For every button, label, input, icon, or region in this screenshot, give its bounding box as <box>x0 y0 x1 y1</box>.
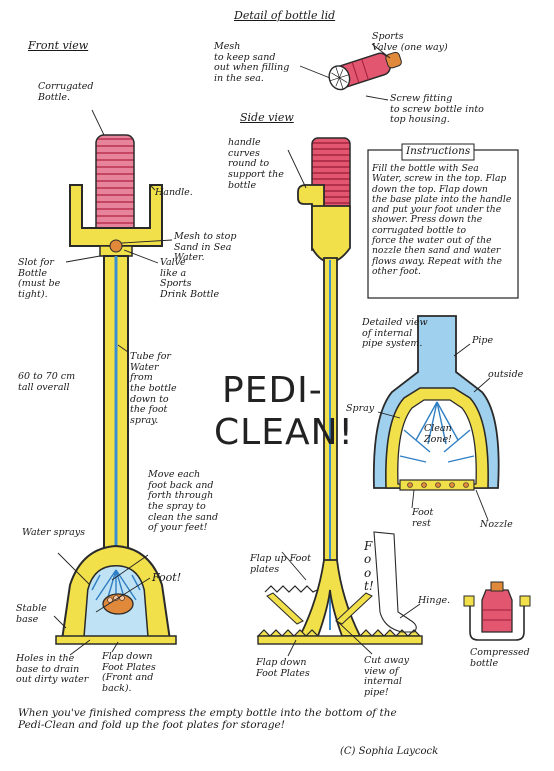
pipe-detail-heading: Detailed view of internal pipe system. <box>362 317 428 350</box>
side-view-drawing <box>256 137 423 657</box>
stable-base-label: Stable base <box>16 603 47 625</box>
lid-sports-valve <box>385 51 402 69</box>
side-view-heading: Side view <box>240 111 294 124</box>
drain-holes-label: Holes in the base to drain out dirty wat… <box>16 653 89 686</box>
slot-label: Slot for Bottle (must be tight). <box>18 257 61 300</box>
nozzle-label: Nozzle <box>480 519 513 530</box>
pipe-detail-drawing <box>372 315 500 521</box>
corrugated-bottle-label: Corrugated Bottle. <box>38 81 94 103</box>
front-view-drawing <box>53 109 177 656</box>
front-foot-plates <box>55 635 177 645</box>
side-foot-label: Foot! <box>364 539 374 594</box>
front-corrugated-bottle <box>95 134 135 236</box>
lid-screw-label: Screw fitting to screw bottle into top h… <box>390 93 484 126</box>
pipe-label: Pipe <box>472 335 494 346</box>
side-flap-down-label: Flap down Foot Plates <box>256 657 310 679</box>
height-label: 60 to 70 cm tall overall <box>18 371 76 393</box>
lid-valve-label: Sports Valve (one way) <box>372 31 448 53</box>
lid-detail-drawing <box>299 43 402 101</box>
compressed-bottle-drawing <box>463 581 531 641</box>
credit-text: (C) Sophia Laycock <box>340 746 439 757</box>
tube-label: Tube for Water from the bottle down to t… <box>130 351 177 426</box>
move-foot-label: Move each foot back and forth through th… <box>148 469 219 534</box>
foot-rest-label: Foot rest <box>412 507 434 529</box>
title-line-1: PEDI- <box>222 370 323 411</box>
instructions-text: Fill the bottle with Sea Water, screw in… <box>372 163 512 277</box>
side-foot <box>373 531 417 633</box>
instructions-heading-box <box>401 143 475 161</box>
handle-label: Handle. <box>155 187 193 198</box>
front-view-heading: Front view <box>28 39 89 52</box>
front-flap-down-label: Flap down Foot Plates (Front and back). <box>102 651 156 694</box>
title-line-2: CLEAN! <box>214 412 354 453</box>
lid-detail-heading: Detail of bottle lid <box>234 9 336 22</box>
lid-mesh-label: Mesh to keep sand out when filling in th… <box>214 41 290 84</box>
outside-label: outside <box>488 369 524 380</box>
front-valve <box>109 239 123 253</box>
hinge-label: Hinge. <box>418 595 451 606</box>
cutaway-label: Cut away view of internal pipe! <box>364 655 410 698</box>
front-foot-label: Foot! <box>152 571 182 584</box>
clean-zone-label: Clean Zone! <box>424 423 452 445</box>
instructions-heading: Instructions <box>406 145 471 157</box>
compressed-bottle <box>481 589 513 633</box>
side-flap-up-plates <box>264 585 318 593</box>
footer-text: When you've finished compress the empty … <box>18 707 397 731</box>
side-handle-label: handle curves round to support the bottl… <box>228 137 284 191</box>
valve-label: Valve like a Sports Drink Bottle <box>160 257 220 300</box>
spray-label: Spray <box>346 403 375 414</box>
water-sprays-label: Water sprays <box>22 527 86 538</box>
flap-up-label: Flap up Foot plates <box>250 553 311 575</box>
compressed-bottle-label: Compressed bottle <box>470 647 530 669</box>
mesh-label: Mesh to stop Sand in Sea Water. <box>174 231 237 264</box>
clean-zone-area <box>397 399 477 485</box>
